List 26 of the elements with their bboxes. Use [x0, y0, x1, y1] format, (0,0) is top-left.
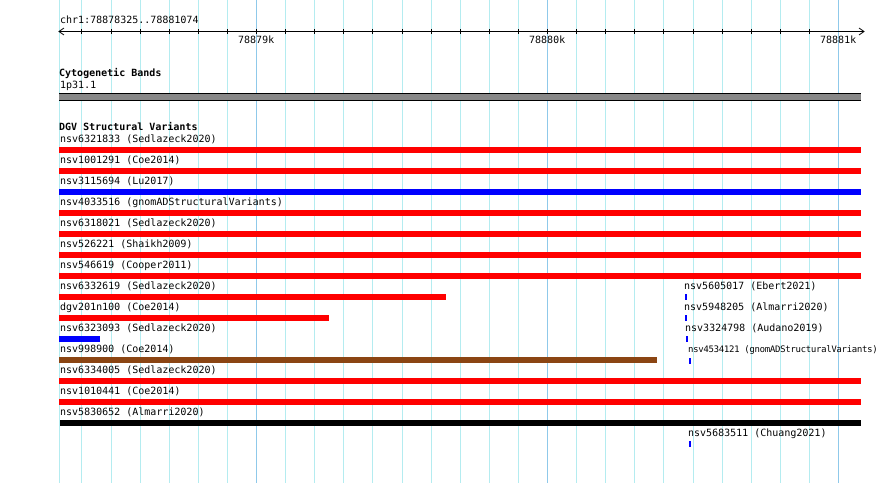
tick-label: 78880k — [529, 35, 566, 46]
variant-label: nsv3115694 (Lu2017) — [60, 176, 174, 187]
location-label: chr1:78878325..78881074 — [60, 15, 198, 26]
variant-label: nsv5948205 (Almarri2020) — [684, 302, 828, 313]
variant-label: nsv6332619 (Sedlazeck2020) — [60, 281, 217, 292]
variant-label: nsv5605017 (Ebert2021) — [684, 281, 816, 292]
variant-label: nsv3324798 (Audano2019) — [685, 323, 824, 334]
tick-label: 78879k — [238, 35, 274, 46]
variant-label: nsv6334005 (Sedlazeck2020) — [60, 365, 217, 376]
track-title: Cytogenetic Bands — [59, 68, 162, 79]
variant-label: nsv998900 (Coe2014) — [60, 344, 174, 355]
track-title: DGV Structural Variants — [59, 122, 198, 133]
variant-label: dgv201n100 (Coe2014) — [60, 302, 180, 313]
tick-label: 78881k — [820, 35, 856, 46]
variant-label: nsv6323093 (Sedlazeck2020) — [60, 323, 217, 334]
variant-label: nsv6318021 (Sedlazeck2020) — [60, 218, 217, 229]
variant-label: nsv546619 (Cooper2011) — [60, 260, 192, 271]
variant-label: nsv1001291 (Coe2014) — [60, 155, 180, 166]
variant-label: nsv4033516 (gnomADStructuralVariants) — [60, 197, 283, 208]
variant-label: nsv1010441 (Coe2014) — [60, 386, 180, 397]
variant-label: nsv526221 (Shaikh2009) — [60, 239, 192, 250]
variant-label: nsv5683511 (Chuang2021) — [688, 428, 826, 439]
variant-label: nsv6321833 (Sedlazeck2020) — [60, 134, 217, 145]
band-label: 1p31.1 — [60, 80, 96, 91]
variant-label: nsv5830652 (Almarri2020) — [60, 407, 204, 418]
variant-label: nsv4534121 (gnomADStructuralVariants) — [688, 345, 878, 356]
